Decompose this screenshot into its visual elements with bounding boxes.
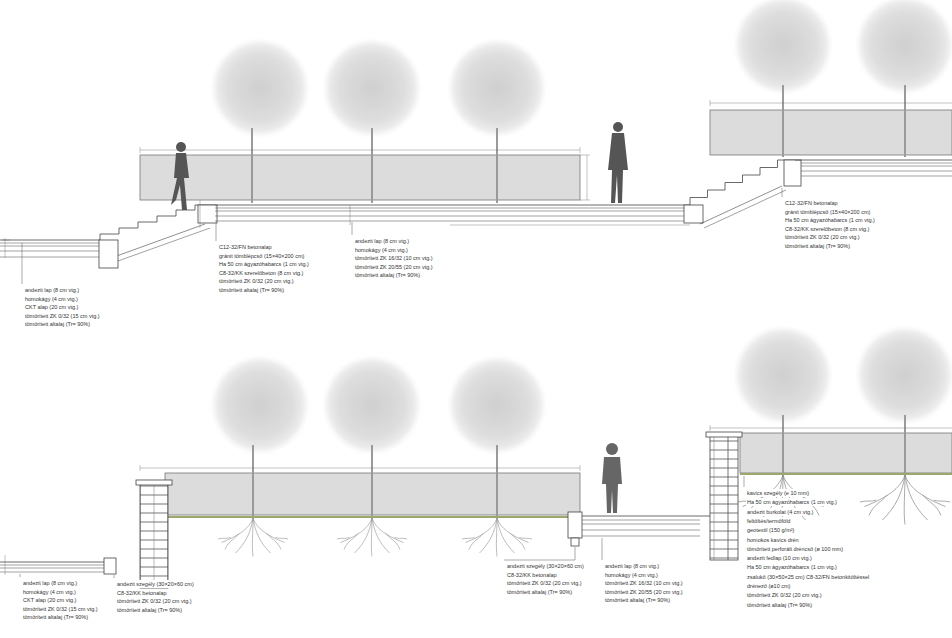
material-label: homokágy (4 cm vtg.)	[354, 246, 409, 254]
material-label: tömörített ZK 0/32 (20 cm vtg.)	[506, 579, 583, 587]
material-label: tömörített altalaj (Tr= 90%)	[116, 606, 183, 614]
material-label: C8-32/KK szerelőbeton (8 cm vtg.)	[784, 225, 870, 233]
material-label: tömörített ZK 0/32 (20 cm vtg.)	[784, 233, 861, 241]
material-label: andezit fedlap (10 cm vtg.)	[746, 554, 813, 562]
material-label: tömörített altalaj (Tr= 90%)	[354, 271, 421, 279]
material-label: tömörített altalaj (Tr= 90%)	[506, 588, 573, 596]
material-label: geotextil (150 g/m²)	[746, 526, 795, 534]
material-label: tömörített altalaj (Tr= 90%)	[22, 613, 89, 621]
material-label: tömörített ZK 20/55 (20 cm vtg.)	[354, 263, 434, 271]
material-label: C8-32/KK szerelőbeton (8 cm vtg.)	[218, 269, 304, 277]
material-label: andezit szegély (30×20×60 cm)	[116, 580, 195, 588]
material-label: tömörített perforált dréncső (ø 100 mm)	[746, 545, 844, 553]
material-label: andezit szegély (30×20×60 cm)	[506, 562, 585, 570]
material-label: andezit lap (8 cm vtg.)	[24, 286, 80, 294]
bottom-section	[0, 329, 952, 588]
top-section	[0, 0, 952, 268]
material-label: C8-32/KK betonalap	[506, 571, 558, 579]
material-label: tömörített altalaj (Tr= 90%)	[784, 242, 851, 250]
material-label: andezit lap (8 cm vtg.)	[604, 562, 660, 570]
material-label: CKT alap (20 cm vtg.)	[22, 596, 77, 604]
material-label: tömörített altalaj (Tr= 90%)	[218, 286, 285, 294]
material-label: gránit tömblépcső (15×40×200 cm)	[218, 252, 305, 260]
material-label: andezit lap (8 cm vtg.)	[354, 237, 410, 245]
material-label: homokos kavics drén	[746, 536, 800, 544]
leader-lines	[20, 188, 782, 578]
material-label: Ha 50 cm ágyazóhabarcs (1 cm vtg.)	[784, 216, 876, 224]
material-label: tömörített altalaj (Tr= 90%)	[604, 596, 671, 604]
material-label: zsalukő (30×50×25 cm) C8-32/FN betonkitö…	[746, 573, 870, 581]
material-label: tömörített altalaj (Tr= 90%)	[746, 601, 813, 609]
material-label: Ha 50 cm ágyazóhabarcs (1 cm vtg.)	[746, 498, 838, 506]
material-label: tömörített ZK 0/32 (20 cm vtg.)	[746, 591, 823, 599]
material-label: tömörített altalaj (Tr= 90%)	[24, 320, 91, 328]
material-label: kavics szegély (e 10 mm)	[746, 489, 810, 497]
material-label: andezit burkolat (4 cm vtg.)	[746, 508, 814, 516]
material-label: feltöltés/termőföld	[746, 517, 791, 525]
material-label: tömörített ZK 0/32 (20 cm vtg.)	[218, 277, 295, 285]
material-label: C8-32/KK betonalap	[116, 589, 168, 597]
material-label: Ha 50 cm ágyazóhabarcs (1 cm vtg.)	[746, 563, 838, 571]
material-label: tömörített ZK 0/32 (20 cm vtg.)	[116, 597, 193, 605]
material-label: homokágy (4 cm vtg.)	[604, 571, 659, 579]
material-label: tömörített ZK 0/32 (15 cm vtg.)	[24, 312, 101, 320]
material-label: CKT alap (20 cm vtg.)	[24, 303, 79, 311]
material-label: tömörített ZK 16/32 (10 cm vtg.)	[604, 579, 684, 587]
material-label: tömörített ZK 20/55 (20 cm vtg.)	[604, 588, 684, 596]
material-label: tömörített ZK 0/32 (15 cm vtg.)	[22, 605, 99, 613]
material-label: andezit lap (8 cm vtg.)	[22, 579, 78, 587]
material-label: homokágy (4 cm vtg.)	[24, 295, 79, 303]
material-label: C12-32/FN betonalap	[784, 199, 839, 207]
material-label: homokágy (4 cm vtg.)	[22, 588, 77, 596]
material-label: gránit tömblépcső (15×40×200 cm)	[784, 208, 871, 216]
material-label: drénező (ø10 cm)	[746, 582, 791, 590]
material-label: Ha 50 cm ágyazóhabarcs (1 cm vtg.)	[218, 260, 310, 268]
material-label: C12-32/FN betonalap	[218, 243, 273, 251]
material-label: tömörített ZK 16/32 (10 cm vtg.)	[354, 254, 434, 262]
